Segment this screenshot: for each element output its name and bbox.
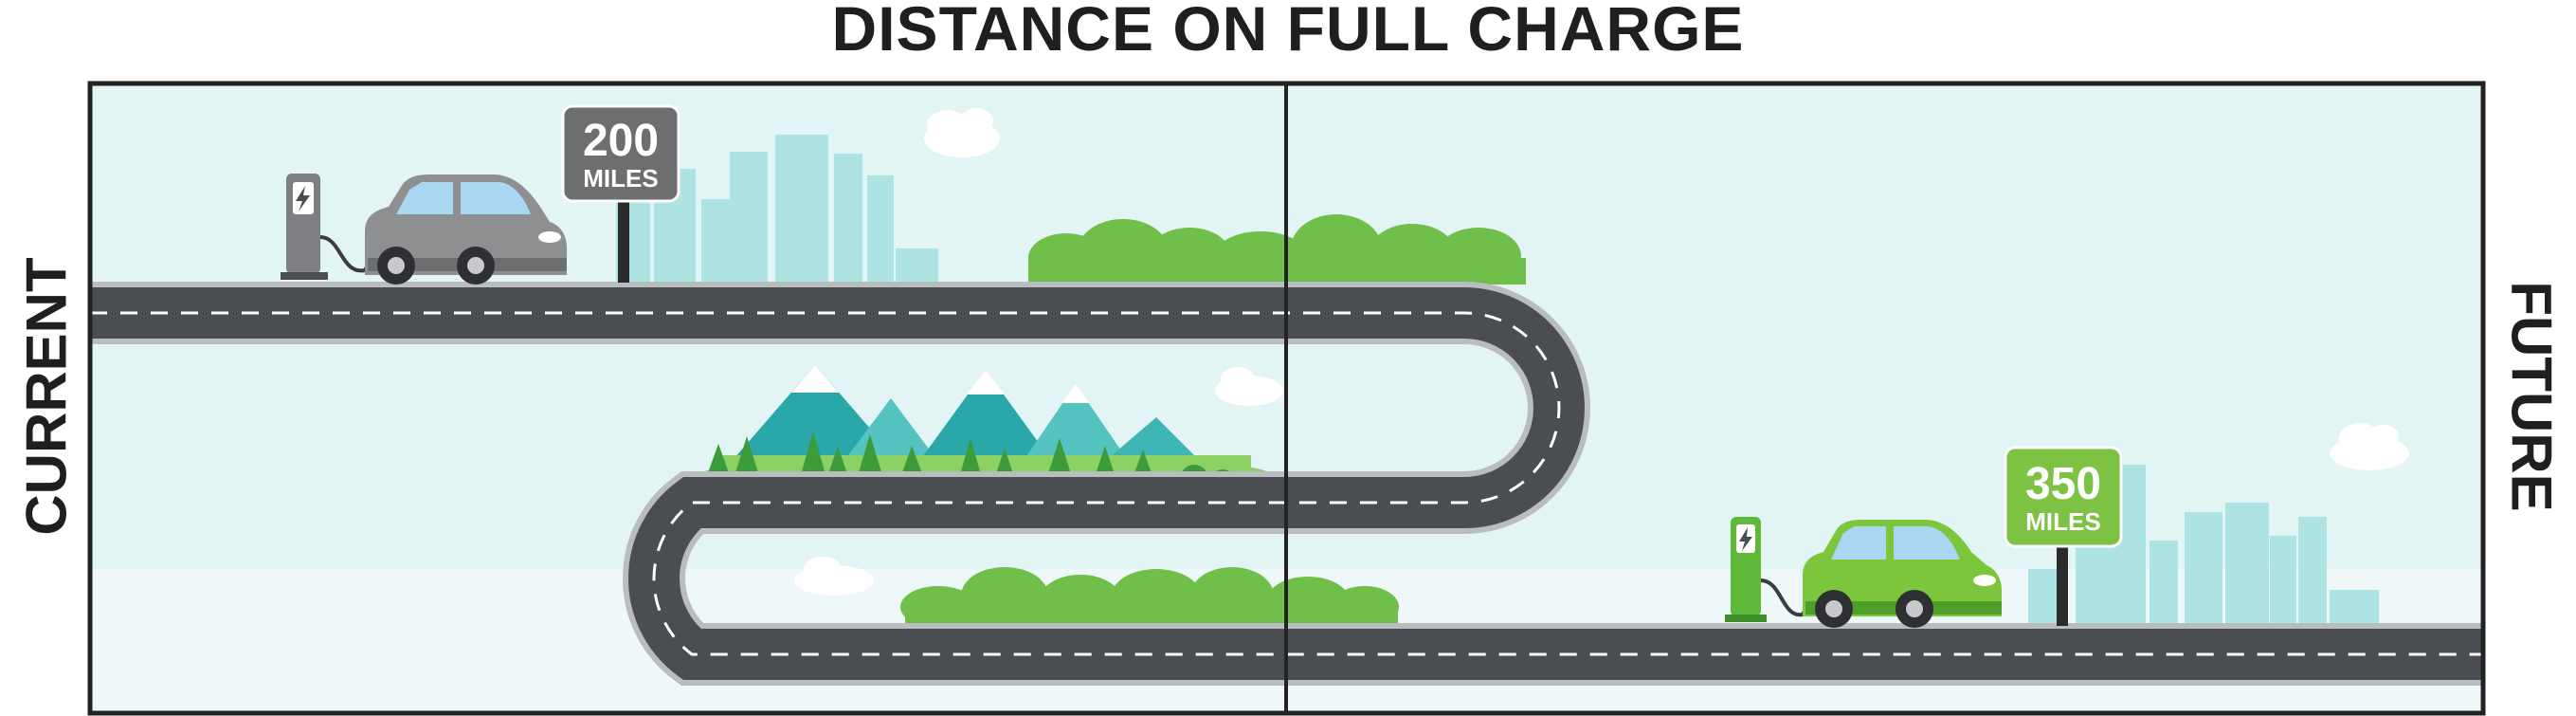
sign-current-value: 200 (583, 116, 659, 166)
lightning-icon (1739, 527, 1752, 551)
cloud-icon (1215, 367, 1283, 406)
mileage-sign-future: 350 MILES (2004, 446, 2123, 626)
car-icon (365, 174, 567, 285)
cloud-icon (794, 557, 874, 596)
charging-station-icon (1725, 517, 1814, 622)
sign-future-value: 350 (2025, 459, 2101, 509)
bush-icon (900, 567, 1399, 628)
car-icon (1803, 520, 2002, 628)
lightning-icon (296, 186, 310, 211)
sign-future-unit: MILES (2025, 507, 2100, 536)
mileage-sign-current: 200 MILES (561, 104, 680, 283)
winding-road (90, 282, 2483, 686)
page-title: DISTANCE ON FULL CHARGE (831, 0, 1745, 64)
charging-station-icon (281, 174, 376, 280)
cloud-icon (924, 108, 1000, 157)
sign-current-unit: MILES (583, 164, 658, 193)
cloud-icon (2330, 423, 2409, 470)
